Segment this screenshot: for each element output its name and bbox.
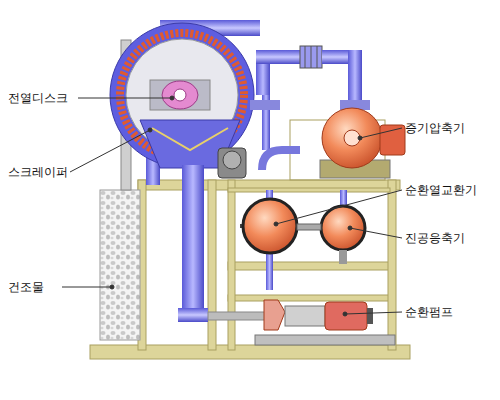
drum-motor [218,148,246,178]
dryer-drum [110,20,260,167]
callout-label: 진공응축기 [405,230,465,246]
steam-compressor [320,108,405,178]
dried-product-bin [100,190,140,340]
callout-label: 순환열교환기 [405,182,477,198]
scraper-hopper [140,120,240,168]
leader-lines [62,96,402,316]
heat-exchanger [240,199,300,253]
vacuum-condenser [321,206,365,264]
callout-label: 전열디스크 [8,90,68,106]
callout-label: 증기압축기 [405,120,465,136]
circulation-pump [255,300,395,345]
process-pipes [178,46,370,322]
callout-label: 순환펌프 [405,304,453,320]
callout-label: 스크레이퍼 [8,164,68,180]
callout-label: 건조물 [8,279,44,295]
